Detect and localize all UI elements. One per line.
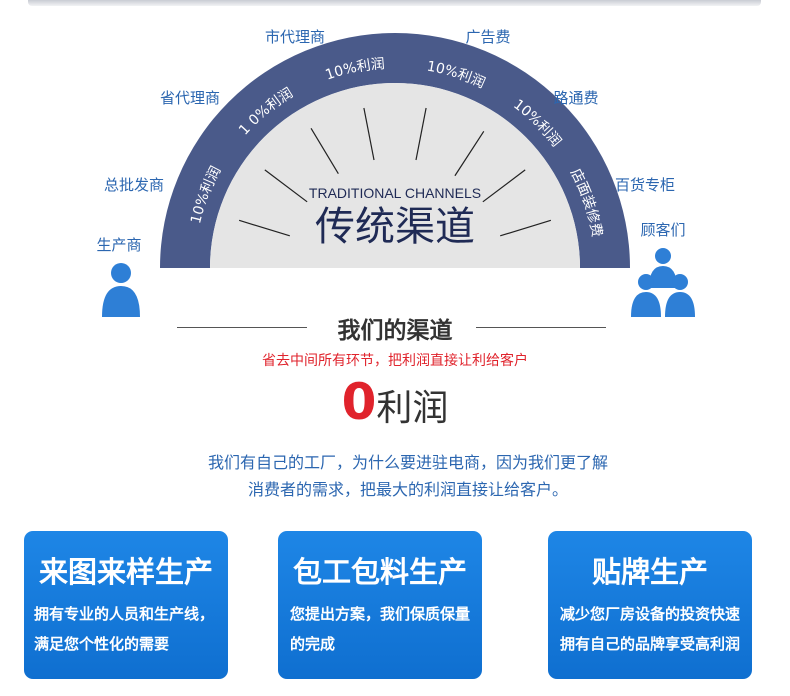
- card-title: 贴牌生产: [591, 555, 708, 589]
- arc-center-english: TRADITIONAL CHANNELS: [309, 185, 481, 201]
- customers-group-icon: [631, 248, 695, 317]
- divider-right: [476, 327, 606, 328]
- card-body: 减少您厂房设备的投资快速拥有自己的品牌享受高利润: [560, 605, 741, 653]
- arc-tick-lines: [238, 107, 552, 237]
- card-oem: 贴牌生产 减少您厂房设备的投资快速拥有自己的品牌享受高利润: [548, 531, 752, 679]
- chain-label-producer: 生产商: [96, 236, 142, 254]
- card-custom-sample: 来图来样生产 拥有专业的人员和生产线，满足您个性化的需要: [24, 531, 228, 679]
- chain-label-wholesaler: 总批发商: [103, 176, 165, 194]
- arc-center-chinese: 传统渠道: [315, 204, 475, 250]
- chain-label-ad-fee: 广告费: [465, 28, 511, 46]
- traditional-channels-arc: 10%利润 1 0%利润 10%利润 10%利润 10%利润 店面装修费 TRA…: [160, 33, 630, 268]
- arc-inner-area: [210, 83, 580, 268]
- card-title: 来图来样生产: [38, 555, 213, 589]
- chain-label-province-agent: 省代理商: [159, 89, 221, 107]
- chain-label-road-fee: 路通费: [553, 89, 599, 107]
- zero-profit: 0利润: [342, 373, 449, 431]
- chain-label-department-store: 百货专柜: [614, 176, 676, 194]
- our-channel-subtitle: 省去中间所有环节，把利润直接让利给客户: [262, 353, 528, 369]
- arc-tick-line-4: [363, 107, 375, 161]
- card-title: 包工包料生产: [292, 555, 467, 589]
- arc-tick-line-2: [264, 169, 308, 203]
- description-line-1: 我们有自己的工厂，为什么要进驻电商，因为我们更了解: [207, 453, 609, 472]
- arc-tick-line-8: [500, 219, 552, 237]
- arc-tick-line-5: [415, 107, 427, 161]
- chain-label-city-agent: 市代理商: [264, 28, 326, 46]
- our-channel-title: 我们的渠道: [337, 317, 453, 344]
- divider-left: [177, 327, 307, 328]
- arc-outer-band: [160, 33, 630, 268]
- card-body: 拥有专业的人员和生产线，满足您个性化的需要: [34, 605, 215, 653]
- arc-tick-line-1: [238, 219, 290, 237]
- top-shadow-bar: [28, 0, 761, 6]
- description-line-2: 消费者的需求，把最大的利润直接让给客户。: [247, 480, 569, 499]
- chain-label-customers: 顾客们: [640, 221, 686, 239]
- profit-text: 利润: [376, 388, 449, 429]
- arc-tick-line-6: [454, 130, 485, 177]
- arc-tick-line-7: [482, 169, 526, 203]
- card-full-service: 包工包料生产 您提出方案，我们保质保量的完成: [278, 531, 482, 679]
- arc-tick-line-3: [310, 127, 339, 175]
- producer-person-icon: [102, 263, 140, 317]
- zero-digit: 0: [341, 373, 377, 431]
- card-body: 您提出方案，我们保质保量的完成: [290, 605, 471, 653]
